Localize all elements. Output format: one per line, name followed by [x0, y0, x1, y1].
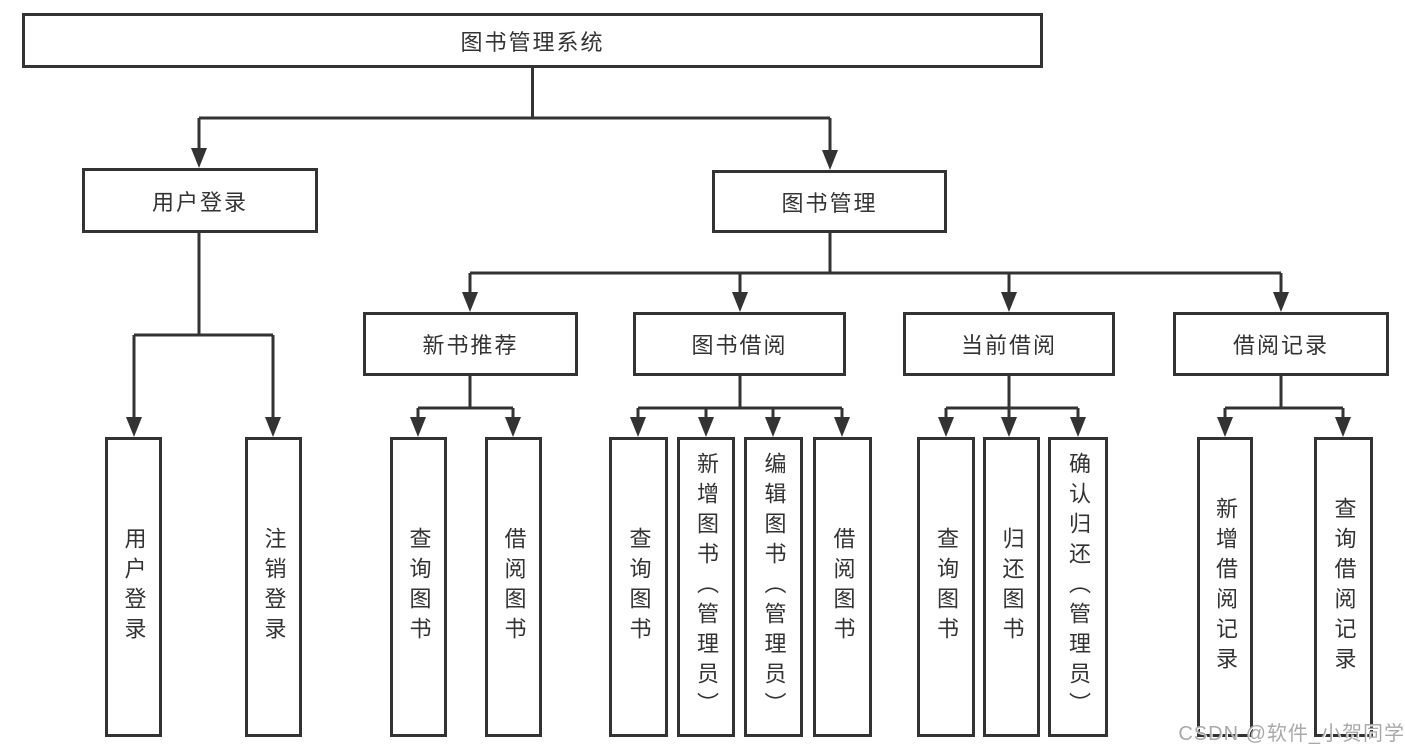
edge-borrow-record-children	[1223, 376, 1345, 420]
leaf-edit-book: 编辑图书（管理员）	[744, 437, 803, 737]
arrowhead-icon	[630, 417, 646, 437]
arrowhead-icon	[834, 417, 850, 437]
node-root: 图书管理系统	[22, 13, 1043, 68]
arrowhead-icon	[410, 417, 426, 437]
edge-book-borrow-children	[636, 376, 844, 420]
leaf-return-book: 归还图书	[983, 437, 1040, 737]
edge-new-book-rec-children	[416, 376, 515, 420]
leaf-confirm-return: 确认归还（管理员）	[1048, 437, 1108, 737]
leaf-query-book-current: 查询图书	[917, 437, 975, 737]
node-current-borrow: 当前借阅	[903, 312, 1115, 376]
arrowhead-icon	[1070, 417, 1086, 437]
leaf-query-borrow-record: 查询借阅记录	[1314, 437, 1373, 737]
node-book-borrow: 图书借阅	[633, 312, 846, 376]
arrowhead-icon	[1273, 292, 1289, 312]
node-user-login: 用户登录	[82, 168, 318, 233]
arrowhead-icon	[265, 417, 281, 437]
arrowhead-icon	[1001, 417, 1017, 437]
arrowhead-icon	[938, 417, 954, 437]
edge-root-to-level2	[197, 68, 832, 152]
leaf-add-book: 新增图书（管理员）	[677, 437, 735, 737]
arrowhead-icon	[765, 417, 781, 437]
arrowhead-icon	[1217, 417, 1233, 437]
edge-book-mgmt-children	[468, 233, 1283, 294]
leaf-borrow-book-rec: 借阅图书	[485, 437, 542, 737]
leaf-user-login: 用户登录	[105, 437, 162, 737]
arrowhead-icon	[505, 417, 521, 437]
arrowhead-icon	[462, 292, 478, 312]
arrowhead-icon	[1335, 417, 1351, 437]
leaf-logout: 注销登录	[245, 437, 302, 737]
arrowhead-icon	[1001, 292, 1017, 312]
leaf-borrow-book-borrow: 借阅图书	[813, 437, 872, 737]
leaf-query-book-borrow: 查询图书	[609, 437, 668, 737]
leaf-add-borrow-record: 新增借阅记录	[1197, 437, 1253, 737]
edge-current-borrow-children	[944, 376, 1080, 420]
leaf-query-book-rec: 查询图书	[390, 437, 447, 737]
arrowhead-icon	[822, 150, 838, 170]
node-book-mgmt: 图书管理	[712, 170, 947, 233]
arrowhead-icon	[191, 148, 207, 168]
edge-user-login-children	[132, 233, 275, 419]
arrowhead-icon	[126, 417, 142, 437]
node-borrow-record: 借阅记录	[1173, 312, 1389, 376]
arrowhead-icon	[698, 417, 714, 437]
node-new-book-rec: 新书推荐	[363, 312, 578, 376]
csdn-watermark: CSDN @软件_小贺同学	[1178, 723, 1405, 745]
arrowhead-icon	[732, 292, 748, 312]
